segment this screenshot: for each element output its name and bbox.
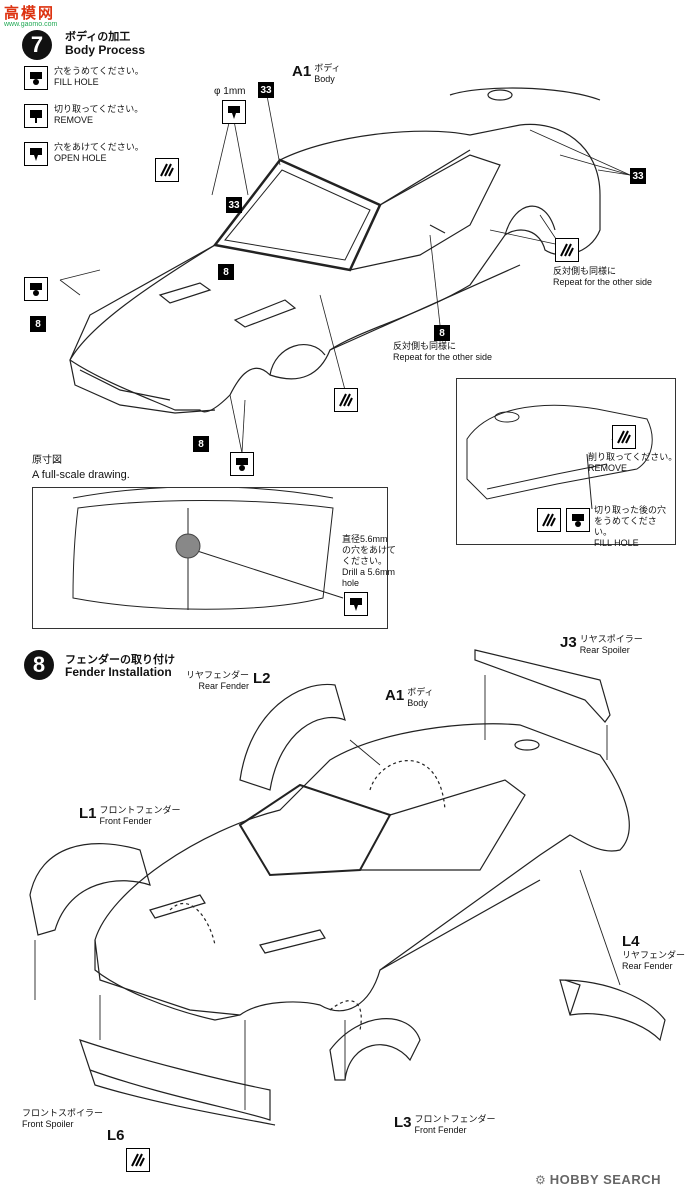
fill-hole-icon <box>24 66 48 90</box>
step-7-title-en: Body Process <box>65 43 146 57</box>
inset-remove-jp: 削り取ってください。 <box>588 452 678 462</box>
repeat-1-en: Repeat for the other side <box>553 277 653 287</box>
part-l2-code: L2 <box>253 670 271 687</box>
legend-remove-jp: 切り取ってください。 <box>54 104 144 114</box>
fill-hole-icon-bumper <box>230 452 254 476</box>
part-a1-label-step7: A1 ボディ Body <box>292 63 341 85</box>
repeat-2-jp: 反対側も同様に <box>393 341 457 351</box>
part-l3-jp: フロントフェンダー <box>414 1114 496 1124</box>
rear-inset-drawing <box>466 404 653 510</box>
drill-note-jp: 直径5.6mmの穴をあけてください。 <box>342 534 397 566</box>
part-l2-label: リヤフェンダー Rear Fender L2 <box>186 670 271 692</box>
part-a1-code-step8: A1 <box>385 687 405 704</box>
step-8-title-jp: フェンダーの取り付け <box>65 654 175 666</box>
repeat-2-en: Repeat for the other side <box>393 352 493 362</box>
part-l3-label: L3 フロントフェンダー Front Fender <box>394 1114 496 1136</box>
part-l2-en: Rear Fender <box>198 681 250 691</box>
legend-open-hole-en: OPEN HOLE <box>54 153 107 163</box>
legend-remove: 切り取ってください。 REMOVE <box>24 104 143 128</box>
part-a1-jp-step8: ボディ <box>407 687 434 697</box>
part-a1-code: A1 <box>292 63 312 80</box>
site-logo: 高模网 www.gaomo.com <box>4 2 74 28</box>
remove-icon-inset-2 <box>537 508 561 532</box>
part-l1-code: L1 <box>79 805 97 822</box>
open-hole-icon <box>24 142 48 166</box>
part-a1-en: Body <box>314 74 335 84</box>
part-l4-code: L4 <box>622 933 640 950</box>
part-8-badge-2: 8 <box>30 316 46 332</box>
step-7-number: 7 <box>30 32 44 57</box>
step-8-badge: 8 <box>24 650 54 680</box>
repeat-other-side-1: 反対側も同様に Repeat for the other side <box>553 266 652 288</box>
part-l4-label: L4 リヤフェンダー Rear Fender <box>622 933 685 972</box>
remove-icon-rear <box>334 388 358 412</box>
site-logo-text: 高模网 <box>4 5 56 22</box>
legend-fill-hole-en: FILL HOLE <box>54 77 99 87</box>
part-a1-label-step8: A1 ボディ Body <box>385 687 434 709</box>
site-logo-url: www.gaomo.com <box>4 21 58 28</box>
part-8-badge-1: 8 <box>218 264 234 280</box>
fill-hole-icon-front <box>24 277 48 301</box>
part-j3-jp: リヤスポイラー <box>579 634 643 644</box>
step-7-badge: 7 <box>22 30 52 60</box>
fullscale-title-jp: 原寸図 <box>32 455 62 466</box>
remove-icon-inset <box>612 425 636 449</box>
part-33-badge-1: 33 <box>258 82 274 98</box>
repeat-1-jp: 反対側も同様に <box>553 266 617 276</box>
inset-remove-en: REMOVE <box>588 463 628 473</box>
part-l1-label: L1 フロントフェンダー Front Fender <box>79 805 181 827</box>
part-8-badge-3: 8 <box>434 325 450 341</box>
fullscale-drawing <box>72 488 344 610</box>
part-a1-jp: ボディ <box>314 63 341 73</box>
drill-icon <box>222 100 246 124</box>
part-j3-code: J3 <box>560 634 577 651</box>
remove-icon-hood <box>155 158 179 182</box>
part-l4-jp: リヤフェンダー <box>622 950 686 960</box>
legend-open-hole: 穴をあけてください。 OPEN HOLE <box>24 142 144 166</box>
part-33-badge-3: 33 <box>630 168 646 184</box>
part-l1-jp: フロントフェンダー <box>99 805 181 815</box>
legend-open-hole-jp: 穴をあけてください。 <box>54 142 144 152</box>
hobby-search-brand: HOBBY SEARCH <box>549 1172 661 1187</box>
step-7-car-drawing <box>59 84 631 454</box>
hobby-search-mark-icon: ⚙ <box>535 1172 546 1187</box>
remove-icon-side <box>555 238 579 262</box>
fill-hole-icon-inset <box>566 508 590 532</box>
drill-note-en: Drill a 5.6mm hole <box>342 567 396 588</box>
part-8-badge-4: 8 <box>193 436 209 452</box>
part-l6-code: L6 <box>107 1127 125 1144</box>
drill-1mm-label: φ 1mm <box>214 86 246 97</box>
drill-icon-fullscale <box>344 592 368 616</box>
part-a1-en-step8: Body <box>407 698 428 708</box>
step-8-title-en: Fender Installation <box>65 665 172 679</box>
hobby-search-logo: ⚙ HOBBY SEARCH <box>535 1172 661 1187</box>
inset-remove-note: 削り取ってください。 REMOVE <box>588 452 677 474</box>
part-33-badge-2: 33 <box>226 197 242 213</box>
step-8-assembly-drawing <box>29 649 666 1126</box>
legend-fill-hole-jp: 穴をうめてください。 <box>54 66 144 76</box>
part-l3-code: L3 <box>394 1114 412 1131</box>
legend-remove-en: REMOVE <box>54 115 94 125</box>
remove-icon-spoiler <box>126 1148 150 1172</box>
inset-fill-note: 切り取った後の穴をうめてください。 FILL HOLE <box>594 505 672 549</box>
step-8-number: 8 <box>32 652 46 677</box>
fullscale-title-en: A full-scale drawing. <box>32 469 130 481</box>
drill-note: 直径5.6mmの穴をあけてください。 Drill a 5.6mm hole <box>342 534 396 589</box>
part-l6-en: Front Spoiler <box>22 1119 74 1129</box>
part-j3-en: Rear Spoiler <box>579 645 630 655</box>
part-l4-en: Rear Fender <box>622 961 673 971</box>
inset-fill-en: FILL HOLE <box>594 538 639 548</box>
part-j3-label: J3 リヤスポイラー Rear Spoiler <box>560 634 643 656</box>
part-l1-en: Front Fender <box>99 816 152 826</box>
repeat-other-side-2: 反対側も同様に Repeat for the other side <box>393 341 492 363</box>
fullscale-frame <box>32 487 388 629</box>
part-l6-jp: フロントスポイラー <box>22 1108 104 1118</box>
legend-fill-hole: 穴をうめてください。 FILL HOLE <box>24 66 144 90</box>
remove-icon <box>24 104 48 128</box>
part-l2-jp: リヤフェンダー <box>186 670 250 680</box>
step-7-title-jp: ボディの加工 <box>65 31 131 43</box>
part-l3-en: Front Fender <box>414 1125 467 1135</box>
part-l6-label: フロントスポイラー Front Spoiler L6 <box>22 1108 125 1144</box>
inset-fill-jp: 切り取った後の穴をうめてください。 <box>594 505 667 537</box>
